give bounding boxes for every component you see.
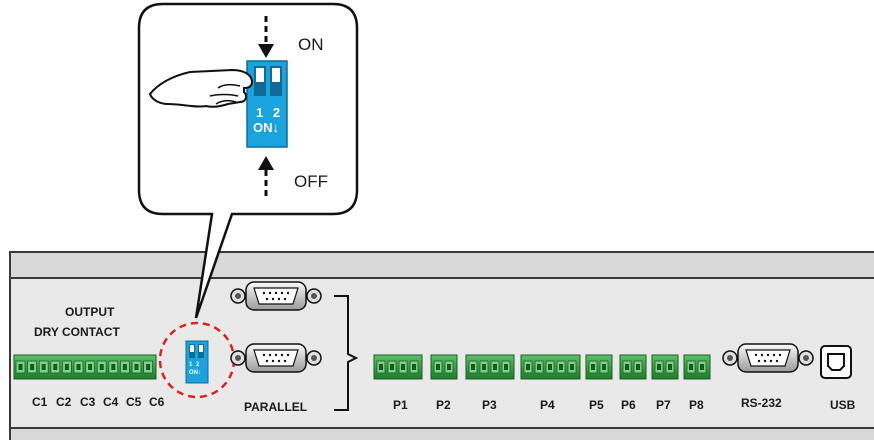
contact-label-c1: C1 [32,395,48,409]
terminal-pin [108,360,119,374]
contact-label-c5: C5 [126,395,142,409]
contact-label-c3: C3 [80,395,96,409]
port-label-p3: P3 [482,398,497,412]
terminal-pin [96,360,107,374]
dip-switch-large [246,60,288,148]
parallel-connector-bottom [230,343,322,373]
port-label-p8: P8 [689,398,704,412]
dry-contact-terminal-block [13,354,157,380]
terminal-pin [143,360,154,374]
output-title-line1: OUTPUT [65,305,115,319]
terminal-pin [62,360,72,374]
parallel-connector-top [230,281,322,311]
port-terminal-block [520,354,581,380]
hand-pointer-icon [148,68,254,108]
terminal-pin [85,360,95,374]
up-arrow-icon [258,156,274,200]
port-label-p7: P7 [656,398,671,412]
port-label-p1: P1 [393,398,408,412]
terminal-pin [73,360,84,374]
contact-label-c2: C2 [56,395,72,409]
parallel-label: PARALLEL [244,400,308,414]
off-label: OFF [294,172,328,191]
contact-label-c4: C4 [103,395,119,409]
port-label-p2: P2 [436,398,451,412]
terminal-pin [120,360,130,374]
port-label-p6: P6 [621,398,636,412]
contact-label-c6: C6 [149,395,165,409]
on-label: ON [298,35,324,54]
dip-on-label: ON↓ [253,120,279,135]
port-terminal-block [683,354,711,380]
mini-dip-on-label: ON↓ [189,370,201,376]
dip-switch-small [185,340,209,384]
terminal-pin [38,360,49,374]
rs232-label: RS-232 [741,396,782,410]
terminal-pin [15,360,26,374]
port-terminal-block [373,354,423,380]
port-terminal-block [619,354,647,380]
port-terminal-block [430,354,458,380]
dip-numbers-label: 1 2 [256,105,284,120]
usb-label: USB [830,398,856,412]
usb-port [820,345,852,379]
terminal-pin [50,360,61,374]
terminal-pin [27,360,38,374]
port-terminal-block [651,354,679,380]
rs232-connector [722,343,814,373]
port-label-p5: P5 [589,398,604,412]
mini-dip-numbers-label: 1 2 [189,362,201,368]
port-terminal-block [465,354,515,380]
down-arrow-icon [258,16,274,58]
terminal-pin [131,360,142,374]
port-label-p4: P4 [540,398,555,412]
port-terminal-block [585,354,613,380]
output-title-line2: DRY CONTACT [34,325,120,339]
port-terminal-blocks [373,354,711,380]
parallel-bracket [334,295,359,411]
